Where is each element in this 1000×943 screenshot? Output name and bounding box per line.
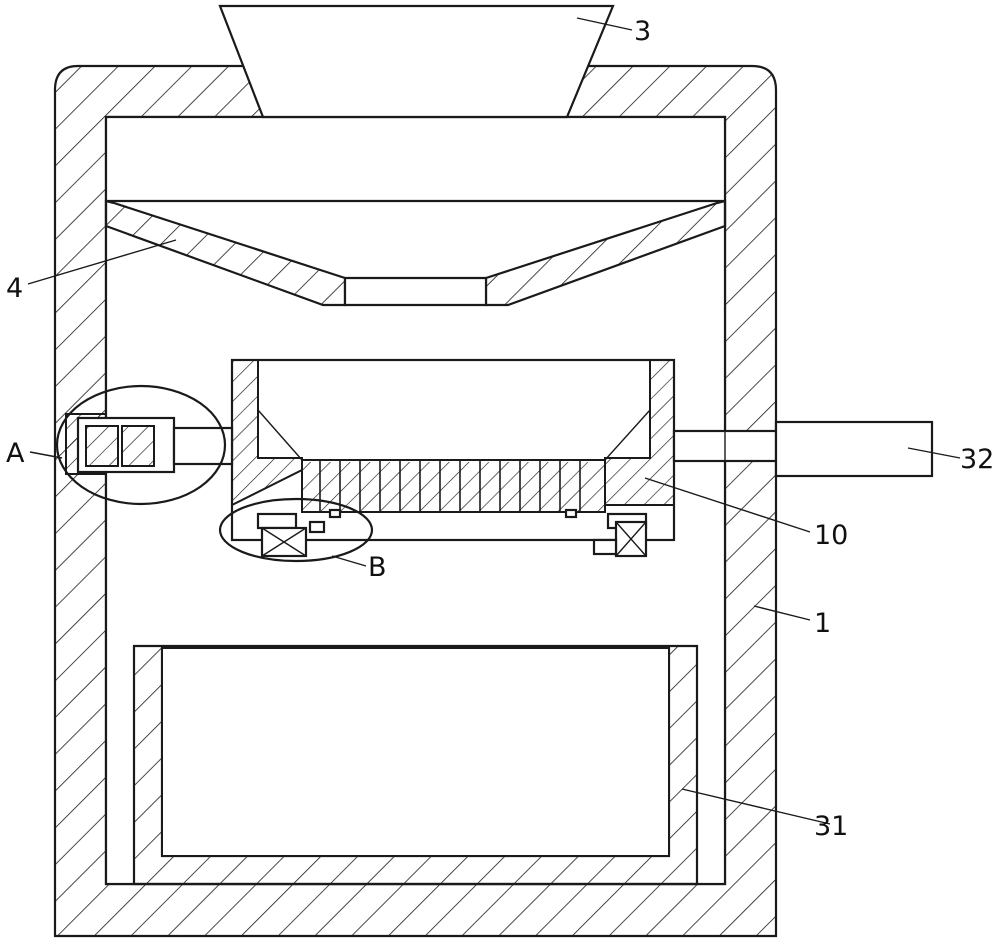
leader-b	[331, 555, 367, 567]
collection-drawer-interior	[161, 647, 670, 857]
leader-32	[907, 447, 961, 459]
callout-a: A	[6, 438, 25, 469]
screen-mesh-bars	[319, 460, 581, 512]
screen-mesh-hatch	[302, 462, 605, 512]
callout-1: 1	[814, 608, 831, 639]
left-rail-upper	[256, 512, 298, 530]
screen-box-slope-left	[257, 409, 303, 461]
clip-detail-right	[564, 508, 578, 519]
feed-hopper	[218, 4, 615, 119]
clip-detail-left-2	[328, 508, 342, 519]
callout-4: 4	[6, 273, 23, 304]
guide-funnel-center	[343, 276, 488, 307]
callout-10: 10	[814, 520, 848, 551]
screen-box-slope-right	[604, 409, 651, 461]
callout-31: 31	[814, 811, 848, 842]
left-slider-cross-2	[261, 527, 307, 557]
leader-3	[576, 17, 633, 31]
leader-4	[27, 239, 177, 285]
leader-10	[644, 477, 811, 533]
detail-circle-a	[55, 384, 227, 506]
motor-coil-1	[85, 425, 119, 467]
leader-31	[681, 788, 831, 825]
leader-a	[29, 451, 63, 459]
right-slider-cross-2	[615, 521, 647, 557]
clip-detail-left	[308, 520, 326, 534]
callout-b: B	[368, 552, 387, 583]
motor-coil-2	[121, 425, 155, 467]
discharge-pipe-outer	[774, 420, 934, 478]
callout-32: 32	[960, 444, 994, 475]
detail-circle-b	[218, 497, 374, 563]
callout-3: 3	[634, 16, 651, 47]
leader-1	[753, 605, 811, 621]
right-slider-base	[592, 538, 618, 556]
